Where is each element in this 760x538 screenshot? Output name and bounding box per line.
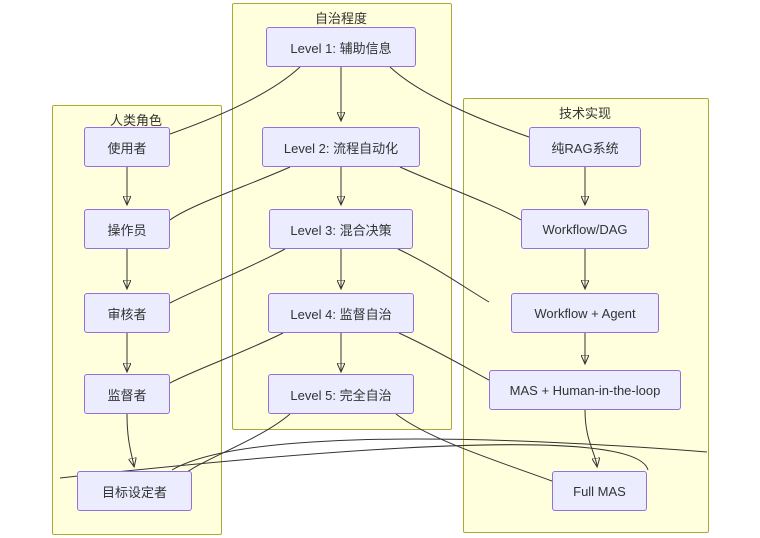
node-workflow-dag[interactable]: Workflow/DAG [521, 209, 649, 249]
cluster-label-human-roles: 人类角色 [109, 113, 163, 128]
node-level-2[interactable]: Level 2: 流程自动化 [262, 127, 420, 167]
node-level-5[interactable]: Level 5: 完全自治 [268, 374, 414, 414]
node-mas-hitl[interactable]: MAS + Human-in-the-loop [489, 370, 681, 410]
node-workflow-agent[interactable]: Workflow + Agent [511, 293, 659, 333]
edge-a2-h2 [169, 166, 291, 221]
node-level-1[interactable]: Level 1: 辅助信息 [266, 27, 416, 67]
edge-h5-long [171, 438, 708, 471]
node-human-user[interactable]: 使用者 [84, 127, 170, 167]
edge-a1-h1 [169, 66, 301, 135]
cluster-label-autonomy: 自治程度 [314, 11, 368, 26]
edge-a3-h3 [169, 248, 286, 304]
edge-t5-long [59, 444, 649, 479]
edge-a5-t5 [395, 413, 553, 482]
edge-t4-t5 [584, 409, 597, 466]
node-level-4[interactable]: Level 4: 监督自治 [268, 293, 414, 333]
node-human-goal-setter[interactable]: 目标设定者 [77, 471, 192, 511]
edge-a5-h5 [181, 413, 291, 477]
edge-a3-t3 [397, 248, 490, 303]
node-human-reviewer[interactable]: 审核者 [84, 293, 170, 333]
node-pure-rag[interactable]: 纯RAG系统 [529, 127, 641, 167]
edge-h4-h5 [126, 413, 134, 466]
node-full-mas[interactable]: Full MAS [552, 471, 647, 511]
node-human-supervisor[interactable]: 监督者 [84, 374, 170, 414]
edge-a4-h4 [169, 332, 284, 384]
cluster-label-tech: 技术实现 [558, 106, 612, 121]
node-human-operator[interactable]: 操作员 [84, 209, 170, 249]
node-level-3[interactable]: Level 3: 混合决策 [269, 209, 413, 249]
edge-a2-t2 [399, 166, 522, 221]
edge-a1-t1 [389, 66, 530, 138]
edge-a4-t4 [398, 332, 490, 381]
